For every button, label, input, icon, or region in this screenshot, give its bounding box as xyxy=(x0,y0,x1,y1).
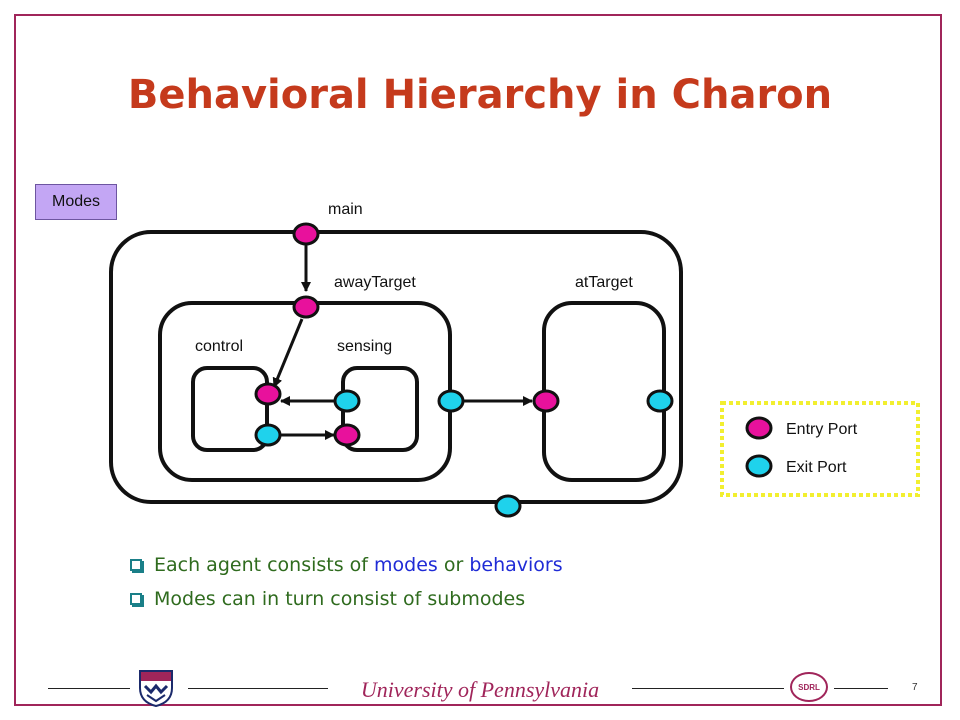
footer-university: University of Pennsylvania xyxy=(360,677,600,702)
slide-frame xyxy=(14,14,942,706)
port-legend-box xyxy=(720,401,920,497)
main-exit-port xyxy=(494,494,522,518)
bullet-text-part: or xyxy=(437,554,470,576)
at-target-entry-port xyxy=(532,389,560,413)
away-target-entry-port xyxy=(292,295,320,319)
bullet-marker-icon xyxy=(130,593,142,605)
legend-entry-swatch xyxy=(745,416,773,440)
main-entry-port xyxy=(292,222,320,246)
bullet-marker-icon xyxy=(130,559,142,571)
footer-divider-mid-left xyxy=(188,688,328,689)
at-target-mode-label: atTarget xyxy=(575,274,633,291)
control-mode-box xyxy=(191,366,269,452)
away-target-exit-port xyxy=(437,389,465,413)
bullet-highlight-modes: modes xyxy=(374,554,438,576)
slide-title: Behavioral Hierarchy in Charon xyxy=(127,72,833,118)
transition-away-target-to-control xyxy=(272,318,304,388)
sdrl-logo: SDRL xyxy=(790,672,828,702)
control-entry-port xyxy=(254,382,282,406)
bullet-list: Each agent consists of modes or behavior… xyxy=(130,548,563,616)
control-exit-port xyxy=(254,423,282,447)
legend-entry-label: Entry Port xyxy=(786,421,858,438)
bullet-item: Modes can in turn consist of submodes xyxy=(130,582,563,616)
bullet-highlight-behaviors: behaviors xyxy=(469,554,563,576)
bullet-text-part: Each agent consists of xyxy=(154,554,375,576)
bullet-item: Each agent consists of modes or behavior… xyxy=(130,548,563,582)
legend-exit-label: Exit Port xyxy=(786,459,847,476)
sensing-mode-label: sensing xyxy=(337,338,392,355)
page-number: 7 xyxy=(912,682,918,693)
footer-divider-left xyxy=(48,688,130,689)
at-target-mode-box xyxy=(542,301,666,482)
modes-tag: Modes xyxy=(35,184,117,220)
main-mode-label: main xyxy=(328,201,363,218)
university-seal-icon xyxy=(139,670,173,708)
at-target-exit-port xyxy=(646,389,674,413)
control-mode-label: control xyxy=(195,338,243,355)
footer-divider-mid-right xyxy=(632,688,784,689)
sensing-entry-port xyxy=(333,423,361,447)
away-target-mode-label: awayTarget xyxy=(334,274,416,291)
bullet-text: Each agent consists of modes or behavior… xyxy=(154,548,563,582)
legend-exit-swatch xyxy=(745,454,773,478)
footer-divider-right xyxy=(834,688,888,689)
bullet-text: Modes can in turn consist of submodes xyxy=(154,588,526,610)
sensing-exit-port xyxy=(333,389,361,413)
